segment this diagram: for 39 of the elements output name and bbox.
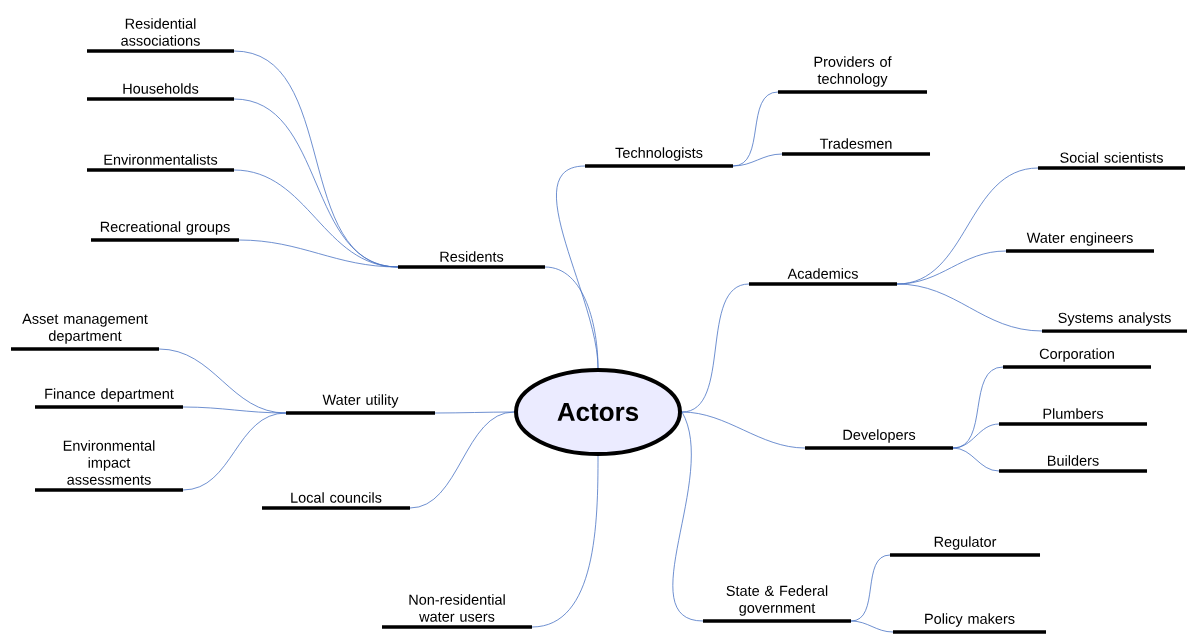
connector — [531, 455, 599, 628]
topic-line: Academics — [749, 268, 897, 286]
connector — [952, 423, 1000, 449]
connector — [850, 554, 891, 622]
topic-line: Providers of technology — [778, 56, 927, 94]
topic-line: Social scientists — [1038, 152, 1185, 170]
topic-line: Corporation — [1003, 348, 1151, 369]
topic-line: Households — [87, 83, 234, 101]
topic-line: Tradesmen — [782, 138, 930, 156]
topic-line: State & Federal government — [703, 585, 851, 623]
connector — [681, 411, 806, 449]
topic-line: Developers — [805, 429, 953, 450]
topic-line: Environmentalists — [87, 154, 234, 172]
topic-line: Finance department — [35, 388, 183, 409]
topic-line: Asset management department — [11, 313, 159, 351]
connector — [409, 411, 515, 509]
connector — [732, 153, 783, 167]
connector — [182, 412, 287, 491]
connector — [182, 406, 287, 414]
topic-line: Builders — [999, 455, 1147, 473]
connector — [896, 283, 1043, 332]
topic-line: Environmental impact assessments — [35, 440, 183, 492]
connector — [850, 620, 894, 633]
topic-line: Water utility — [286, 394, 435, 415]
topic-line: Residential associations — [87, 18, 234, 53]
topic-line: Non-residential water users — [382, 594, 532, 629]
connector — [556, 165, 599, 369]
topic-line: Policy makers — [893, 613, 1046, 634]
topic-line: Recreational groups — [91, 221, 239, 242]
topic-line: Regulator — [890, 536, 1040, 557]
connector — [952, 447, 1000, 472]
topic-line: Local councils — [262, 492, 410, 510]
topic-line: Residents — [398, 251, 545, 269]
topic-line: Plumbers — [999, 408, 1147, 426]
topic-line: Water engineers — [1006, 232, 1154, 253]
connector — [672, 411, 704, 622]
topic-line: Systems analysts — [1042, 312, 1187, 333]
topic-line: Technologists — [585, 147, 733, 168]
connector — [238, 239, 399, 268]
